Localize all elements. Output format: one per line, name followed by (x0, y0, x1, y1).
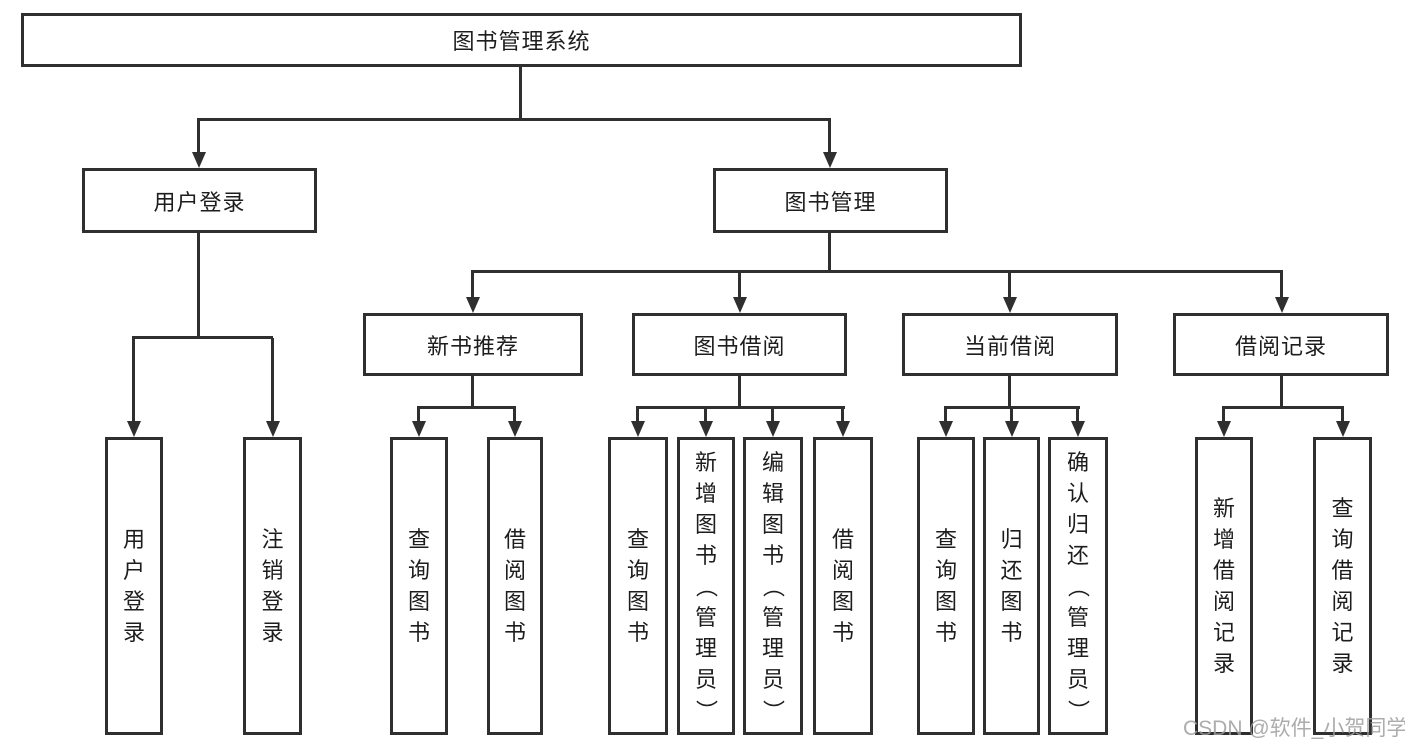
node-current-borrow: 当前借阅 (902, 313, 1118, 376)
node-borrow-records-label: 借阅记录 (1234, 333, 1327, 359)
arrow-down-m2-leaf2 (1076, 407, 1079, 421)
connector-m1-bus (636, 406, 845, 409)
node-new-book-recommend-label: 新书推荐 (426, 333, 519, 359)
leaf-borrow-books-recommend-label: 借阅图书 (503, 527, 526, 645)
leaf-edit-book-admin: 编辑图书（管理员） (743, 437, 803, 735)
leaf-confirm-return-admin: 确认归还（管理员） (1048, 437, 1108, 735)
arrow-down-leaf-logout (271, 338, 274, 421)
node-user-login: 用户登录 (82, 168, 317, 233)
leaf-query-borrow-record-label: 查询借阅记录 (1331, 496, 1354, 676)
node-borrow-records: 借阅记录 (1173, 313, 1389, 376)
arrow-down-m3-leaf0 (1222, 407, 1225, 421)
arrow-down-leaf-user-login (132, 338, 135, 421)
arrow-down-borrow-records (1280, 272, 1283, 297)
connector-m0-stem (471, 376, 474, 407)
leaf-query-books-recommend-label: 查询图书 (407, 527, 430, 645)
arrow-down-m1-leaf0 (636, 407, 639, 421)
leaf-borrow-books: 借阅图书 (813, 437, 873, 735)
arrow-down-current-borrow (1008, 272, 1011, 297)
leaf-query-books-recommend: 查询图书 (390, 437, 448, 735)
connector-root-bus (197, 118, 831, 121)
arrow-down-m2-leaf0 (944, 407, 947, 421)
node-book-management: 图书管理 (713, 168, 948, 233)
leaf-logout-label: 注销登录 (261, 527, 284, 645)
arrow-down-user-login (197, 120, 200, 152)
leaf-add-book-admin-label: 新增图书（管理员） (693, 449, 719, 722)
connector-root-stem (519, 67, 522, 120)
leaf-add-book-admin: 新增图书（管理员） (677, 437, 735, 735)
leaf-query-borrow-record: 查询借阅记录 (1313, 437, 1372, 735)
arrow-down-m1-leaf3 (841, 407, 844, 421)
leaf-logout: 注销登录 (243, 437, 302, 735)
node-book-borrow: 图书借阅 (632, 313, 847, 376)
leaf-add-borrow-record: 新增借阅记录 (1195, 437, 1253, 735)
arrow-down-book-borrow (738, 272, 741, 297)
arrow-down-m0-leaf0 (417, 407, 420, 421)
connector-user-bus (132, 336, 273, 339)
arrow-down-book-management (828, 120, 831, 152)
connector-m1-stem (738, 376, 741, 407)
arrow-down-m1-leaf1 (704, 407, 707, 421)
leaf-query-books-current-label: 查询图书 (934, 527, 957, 645)
arrow-down-m1-leaf2 (771, 407, 774, 421)
node-new-book-recommend: 新书推荐 (363, 313, 583, 376)
connector-m2-stem (1008, 376, 1011, 407)
leaf-query-books-borrow-label: 查询图书 (626, 527, 649, 645)
arrow-down-new-book-recommend (471, 272, 474, 297)
node-book-borrow-label: 图书借阅 (693, 333, 786, 359)
connector-book-stem (828, 233, 831, 272)
leaf-user-login: 用户登录 (105, 437, 163, 735)
connector-user-stem (197, 233, 200, 338)
arrow-down-m0-leaf1 (513, 407, 516, 421)
node-book-management-label: 图书管理 (784, 189, 877, 215)
node-current-borrow-label: 当前借阅 (963, 333, 1056, 359)
connector-modules-bus (471, 270, 1283, 273)
leaf-edit-book-admin-label: 编辑图书（管理员） (760, 449, 786, 722)
connector-m0-bus (417, 406, 516, 409)
connector-m3-bus (1222, 406, 1344, 409)
leaf-return-book: 归还图书 (983, 437, 1040, 735)
node-library-system-label: 图书管理系统 (452, 29, 591, 54)
csdn-watermark: CSDN @软件_小贺同学 (1183, 717, 1405, 740)
leaf-query-books-current: 查询图书 (917, 437, 975, 735)
arrow-down-m2-leaf1 (1010, 407, 1013, 421)
leaf-add-borrow-record-label: 新增借阅记录 (1212, 496, 1235, 676)
arrow-down-m3-leaf1 (1341, 407, 1344, 421)
node-user-login-label: 用户登录 (153, 189, 246, 215)
connector-m3-stem (1280, 376, 1283, 407)
leaf-query-books-borrow: 查询图书 (608, 437, 668, 735)
leaf-borrow-books-recommend: 借阅图书 (487, 437, 543, 735)
leaf-borrow-books-label: 借阅图书 (831, 527, 854, 645)
leaf-return-book-label: 归还图书 (1000, 527, 1023, 645)
leaf-confirm-return-admin-label: 确认归还（管理员） (1065, 449, 1091, 722)
leaf-user-login-label: 用户登录 (122, 527, 145, 645)
node-library-system: 图书管理系统 (21, 13, 1022, 67)
